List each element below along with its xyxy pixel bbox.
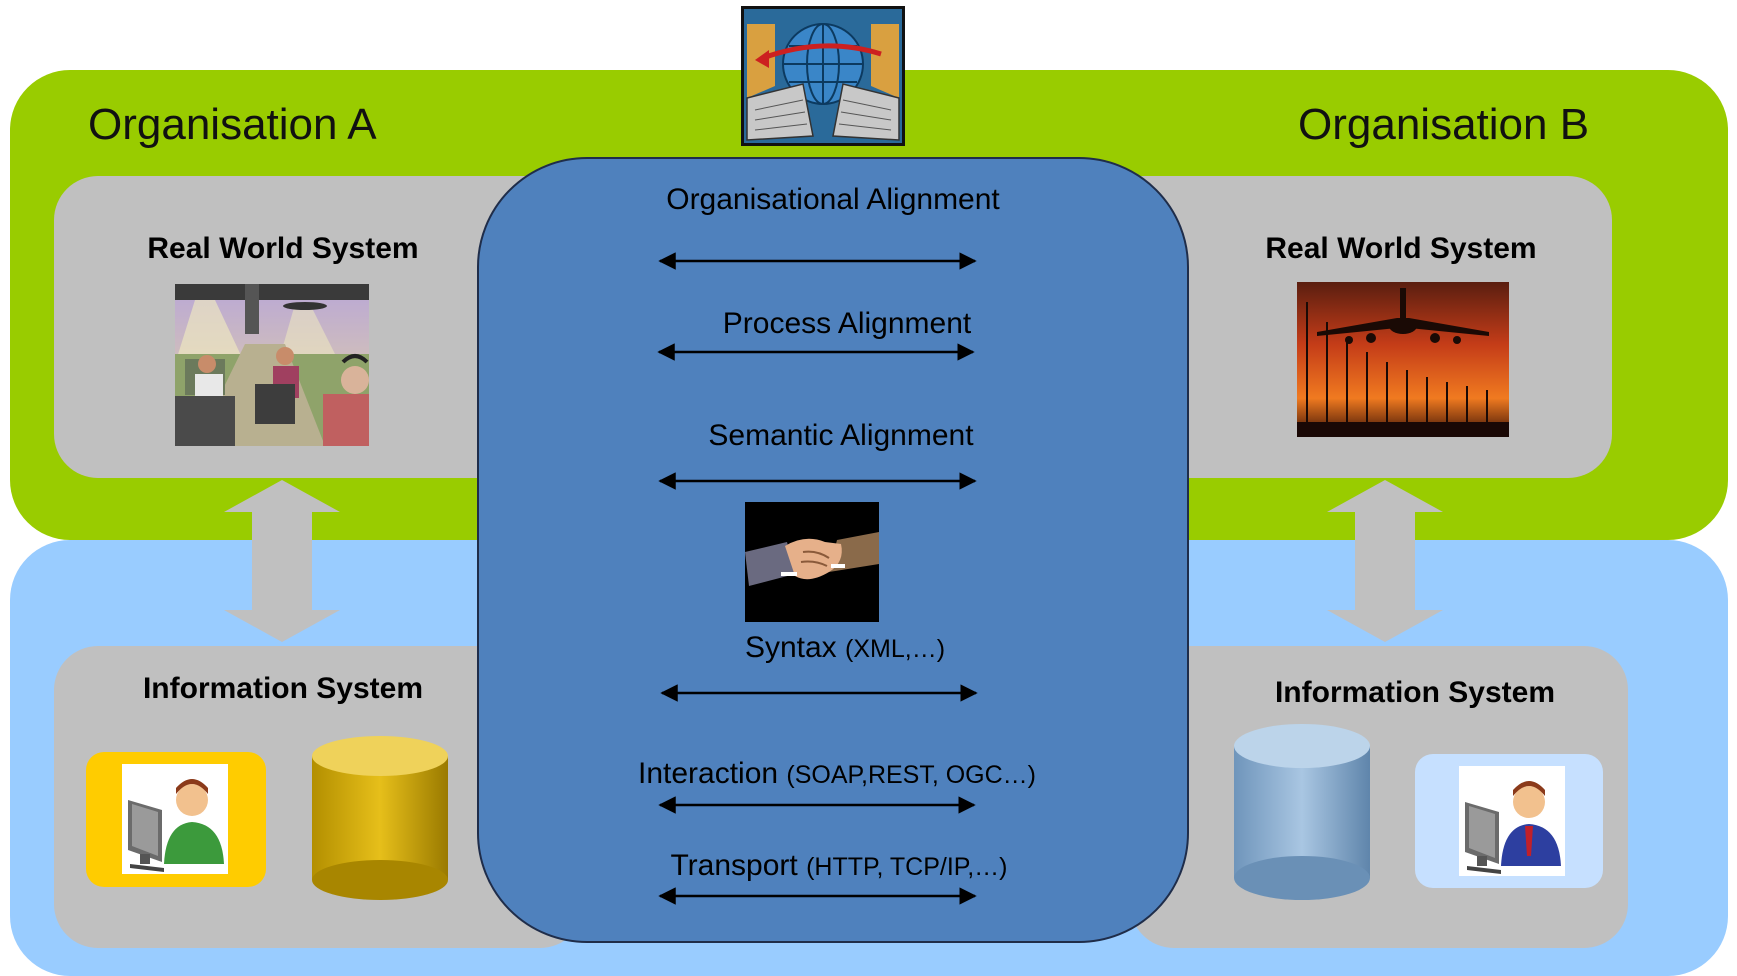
layer-title: Semantic Alignment — [708, 419, 974, 452]
layer-title: Transport — [670, 849, 798, 882]
information-system-a-title: Information System — [142, 672, 424, 705]
layer-title: Process Alignment — [722, 307, 972, 340]
layer-label-process: Process Alignment — [493, 307, 1201, 341]
layer-title: Interaction — [637, 757, 779, 790]
layer-label-transport: Transport (HTTP, TCP/IP,…) — [485, 849, 1193, 883]
information-system-b-title: Information System — [1274, 676, 1556, 709]
layer-label-interaction: Interaction (SOAP,REST, OGC…) — [483, 757, 1191, 791]
layer-title: Organisational Alignment — [666, 183, 1000, 216]
layer-label-semantic: Semantic Alignment — [487, 419, 1195, 453]
layer-detail: (XML,…) — [845, 635, 946, 663]
layer-label-organisational: Organisational Alignment — [479, 183, 1187, 217]
organisation-b-title: Organisation B — [1298, 100, 1590, 149]
control-tower-image — [175, 284, 369, 446]
user-a-frame — [86, 752, 266, 887]
database-a-icon — [310, 734, 450, 902]
network-exchange-icon — [741, 6, 905, 146]
layer-title: Syntax — [744, 631, 837, 664]
handshake-icon — [745, 502, 879, 622]
layer-label-syntax: Syntax (XML,…) — [491, 631, 1199, 665]
real-info-link-arrow-b — [1327, 480, 1443, 642]
organisation-a-title: Organisation A — [88, 100, 377, 149]
user-b-frame — [1415, 754, 1603, 888]
real-world-system-a-title: Real World System — [147, 232, 419, 265]
airplane-landing-image — [1297, 282, 1509, 437]
layer-detail: (HTTP, TCP/IP,…) — [806, 853, 1008, 881]
layer-detail: (SOAP,REST, OGC…) — [786, 761, 1037, 789]
user-computer-icon — [122, 764, 228, 874]
real-world-system-b-title: Real World System — [1265, 232, 1537, 265]
real-info-link-arrow-a — [224, 480, 340, 642]
database-b-icon — [1232, 722, 1372, 902]
user-computer-icon — [1459, 766, 1565, 876]
